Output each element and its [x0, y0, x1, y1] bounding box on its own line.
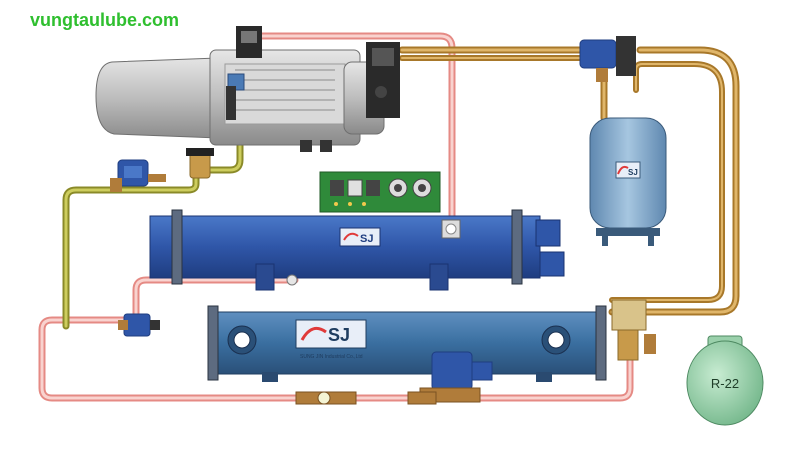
expansion-valve-right — [611, 299, 656, 361]
control-board — [319, 171, 441, 213]
refrigerant-label: R-22 — [711, 376, 739, 391]
condenser-logo: SJ — [360, 233, 373, 245]
watermark-text: vungtaulube.com — [30, 10, 179, 30]
receiver-logo: SJ — [628, 168, 638, 177]
sight-glass — [295, 391, 357, 405]
suction-check-valve — [186, 148, 214, 179]
service-valve-top — [579, 36, 636, 82]
evaporator: SJ SUNG JIN Industrial Co.,Ltd — [207, 305, 607, 382]
suction-pipes — [62, 108, 244, 330]
filter-drier — [407, 391, 437, 405]
compressor — [95, 26, 400, 152]
receiver-tank: SJ — [589, 117, 667, 246]
expansion-valve-left — [118, 313, 160, 337]
solenoid-valve-suction — [110, 159, 166, 192]
evaporator-logo: SJ — [328, 325, 350, 345]
refrigerant-cylinder: R-22 — [686, 335, 764, 426]
condenser: SJ — [149, 209, 565, 291]
evaporator-caption: SUNG JIN Industrial Co.,Ltd — [300, 354, 363, 360]
